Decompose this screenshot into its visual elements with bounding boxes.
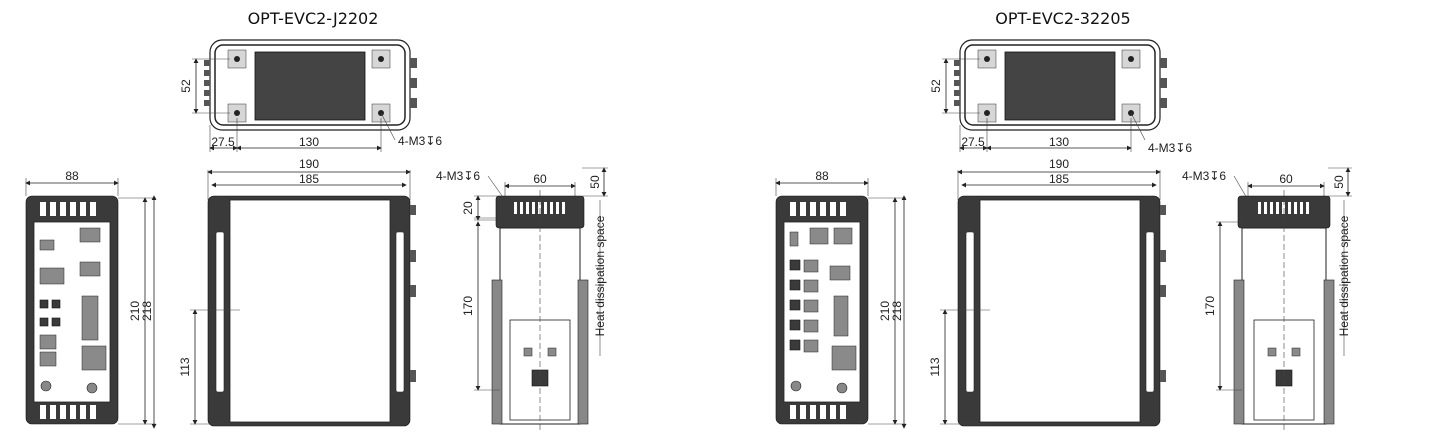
front-height-a-label: 210 xyxy=(128,301,142,321)
side-depth-b-label: 185 xyxy=(1049,172,1069,186)
side-depth-a-label: 190 xyxy=(299,157,319,171)
bracket-pitch-label: 170 xyxy=(461,296,475,316)
model-1-front-view: 88 xyxy=(25,169,157,429)
top-offset-label: 27.5 xyxy=(961,135,985,149)
bracket-top-label: 20 xyxy=(461,201,475,215)
heat-space-label: Heat dissipation space xyxy=(593,215,607,336)
top-vent-grille xyxy=(254,51,366,121)
model-2-group: OPT-EVC2-32205 52 27.5 130 xyxy=(775,9,1352,430)
top-offset-label: 27.5 xyxy=(211,135,235,149)
bracket-mount-label: 4-M3↧6 xyxy=(1182,169,1226,183)
front-height-a-label: 210 xyxy=(878,301,892,321)
heat-space-label: Heat dissipation space xyxy=(1337,215,1351,336)
side-depth-a-label: 190 xyxy=(1049,157,1069,171)
model-2-side-view: 190 185 113 xyxy=(928,157,1166,427)
bracket-mount-label: 4-M3↧6 xyxy=(436,169,480,183)
front-width-label: 88 xyxy=(815,169,829,183)
top-width-label: 130 xyxy=(299,135,319,149)
side-depth-b-label: 185 xyxy=(299,172,319,186)
bracket-space-label: 50 xyxy=(1332,175,1346,189)
bracket-space-label: 50 xyxy=(588,175,602,189)
top-depth-label: 52 xyxy=(179,79,193,93)
top-depth-label: 52 xyxy=(929,79,943,93)
bracket-width-label: 60 xyxy=(1279,172,1293,186)
front-width-label: 88 xyxy=(65,169,79,183)
model-1-side-view: 190 185 113 xyxy=(178,157,416,427)
model-2-front-view: 88 xyxy=(775,169,907,429)
top-mount-label: 4-M3↧6 xyxy=(1148,141,1192,155)
front-height-b-label: 218 xyxy=(140,301,154,321)
side-height-label: 113 xyxy=(928,357,942,376)
top-mount-label: 4-M3↧6 xyxy=(398,134,442,148)
model-1-top-view: 52 27.5 130 4-M3↧6 xyxy=(179,39,442,152)
top-vent-grille xyxy=(1004,51,1116,121)
model-1-group: OPT-EVC2-J2202 52 27 xyxy=(25,9,608,430)
front-height-b-label: 218 xyxy=(890,301,904,321)
model-2-title: OPT-EVC2-32205 xyxy=(995,9,1130,28)
bracket-width-label: 60 xyxy=(533,172,547,186)
model-1-title: OPT-EVC2-J2202 xyxy=(248,9,379,28)
side-height-label: 113 xyxy=(178,357,192,376)
model-2-top-view: 52 27.5 130 4-M3↧6 xyxy=(929,39,1192,155)
top-width-label: 130 xyxy=(1049,135,1069,149)
model-1-bracket-view: 4-M3↧6 60 50 20 170 Heat dissipation xyxy=(436,167,608,430)
bracket-pitch-label: 170 xyxy=(1203,296,1217,316)
model-2-bracket-view: 4-M3↧6 60 50 170 Heat dissipation space xyxy=(1182,167,1352,430)
